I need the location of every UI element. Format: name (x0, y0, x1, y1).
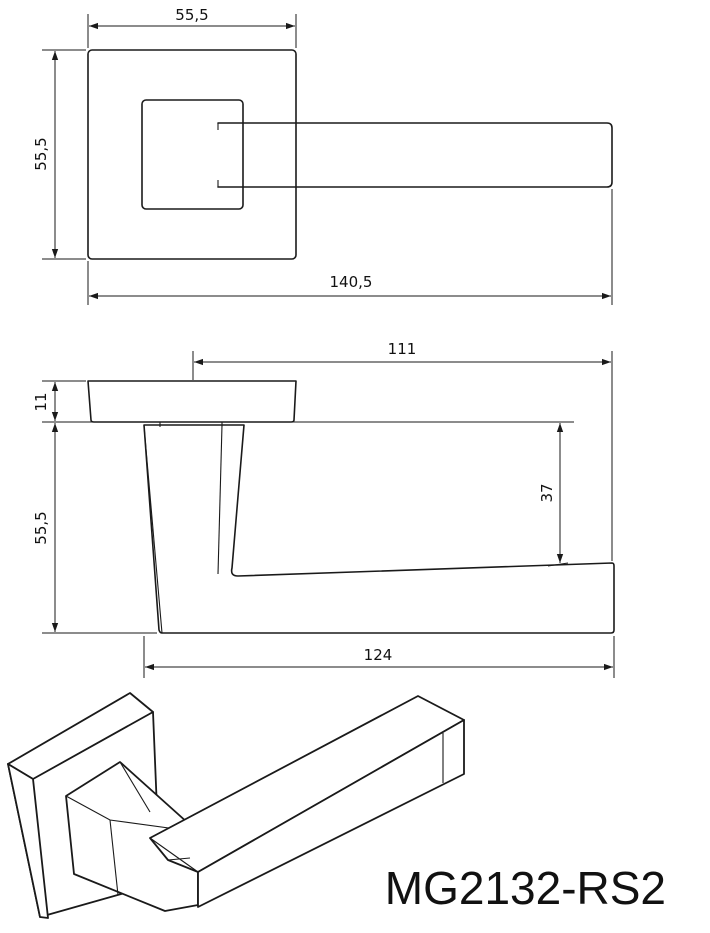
dim-side-lever-length-label: 124 (364, 646, 393, 664)
dim-top-overall-label: 140,5 (330, 273, 373, 291)
dim-top-height-label: 55,5 (32, 137, 50, 170)
dim-top-width-label: 55,5 (175, 6, 208, 24)
dim-side-lever-offset: 37 (296, 421, 574, 563)
top-rose-plate (87, 49, 297, 260)
iso-lever-front (197, 719, 465, 908)
dim-side-rose-thickness-label: 11 (32, 392, 50, 411)
dim-side-lever-offset-label: 37 (538, 483, 556, 502)
side-view: 111 11 55,5 37 124 (32, 340, 615, 678)
dim-side-height-label: 55,5 (32, 511, 50, 544)
dim-top-height: 55,5 (32, 49, 86, 260)
side-neck-edge (143, 425, 163, 634)
top-inner-boss (141, 99, 244, 210)
iso-rose-left (7, 763, 49, 919)
isometric-view (7, 692, 465, 919)
dim-side-projection: 111 (192, 340, 613, 561)
dim-top-overall: 140,5 (87, 189, 613, 305)
dim-side-lever-length: 124 (143, 636, 615, 678)
top-view: 55,5 55,5 140,5 (32, 6, 613, 305)
dim-side-rose-thickness: 11 (32, 380, 296, 423)
side-rose (87, 380, 297, 423)
model-name: MG2132-RS2 (385, 862, 666, 914)
dim-side-height: 55,5 (32, 423, 157, 634)
side-neck (143, 424, 615, 634)
dim-side-projection-label: 111 (388, 340, 417, 358)
top-lever-arm (217, 122, 613, 188)
dim-top-width: 55,5 (87, 6, 297, 48)
